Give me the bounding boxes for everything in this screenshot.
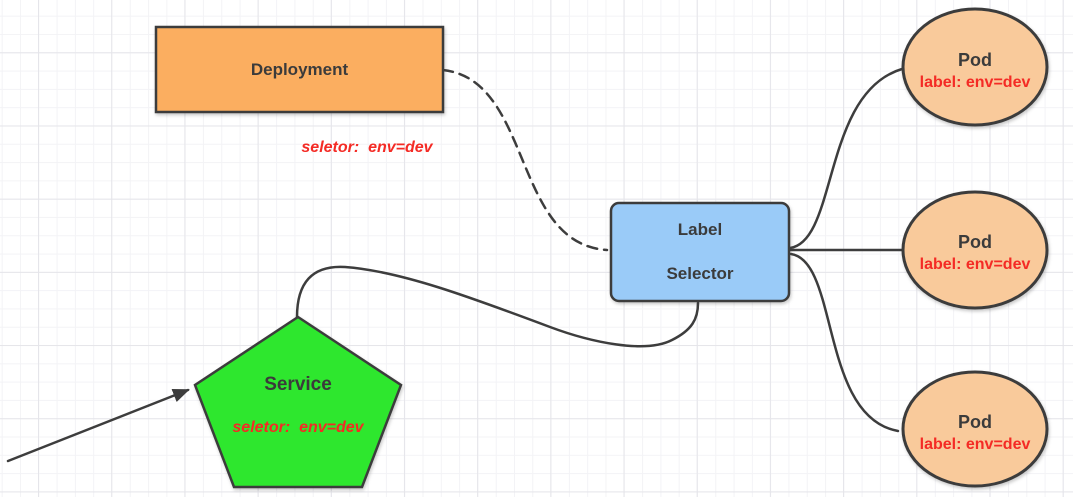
pod-node-2[interactable] [901, 190, 1049, 310]
label-selector-line2: Selector [666, 264, 734, 283]
pod3-env-label: label: env=dev [919, 436, 1031, 453]
selector-pod1-edge[interactable] [788, 67, 904, 250]
deployment-selector-edge[interactable] [441, 68, 609, 252]
pod1-env-label: label: env=dev [919, 74, 1031, 91]
label-selector-label: Label Selector [611, 203, 789, 301]
selector-pod3-edge[interactable] [789, 252, 900, 433]
pod1-label: Pod label: env=dev [903, 48, 1047, 94]
pod2-env-label: label: env=dev [919, 256, 1031, 273]
pod-node-3[interactable] [901, 370, 1049, 488]
service-selector-edge[interactable] [295, 265, 700, 348]
service-inbound-arrow[interactable] [6, 388, 190, 463]
deployment-node[interactable] [154, 25, 445, 114]
label-selector-line1: Label [677, 220, 723, 239]
pod2-title: Pod [958, 232, 992, 252]
service-selector-note: seletor: env=dev [232, 419, 364, 436]
service-label: Service [264, 374, 332, 395]
pod-node-1[interactable] [901, 7, 1049, 127]
service-node[interactable] [193, 315, 403, 489]
pod3-label: Pod label: env=dev [903, 410, 1047, 456]
label-selector-node[interactable] [609, 201, 791, 303]
pod2-label: Pod label: env=dev [903, 230, 1047, 276]
pod1-title: Pod [958, 50, 992, 70]
deployment-selector-note: seletor: env=dev [301, 139, 433, 156]
pod3-title: Pod [958, 412, 992, 432]
deployment-label: Deployment [250, 59, 349, 79]
